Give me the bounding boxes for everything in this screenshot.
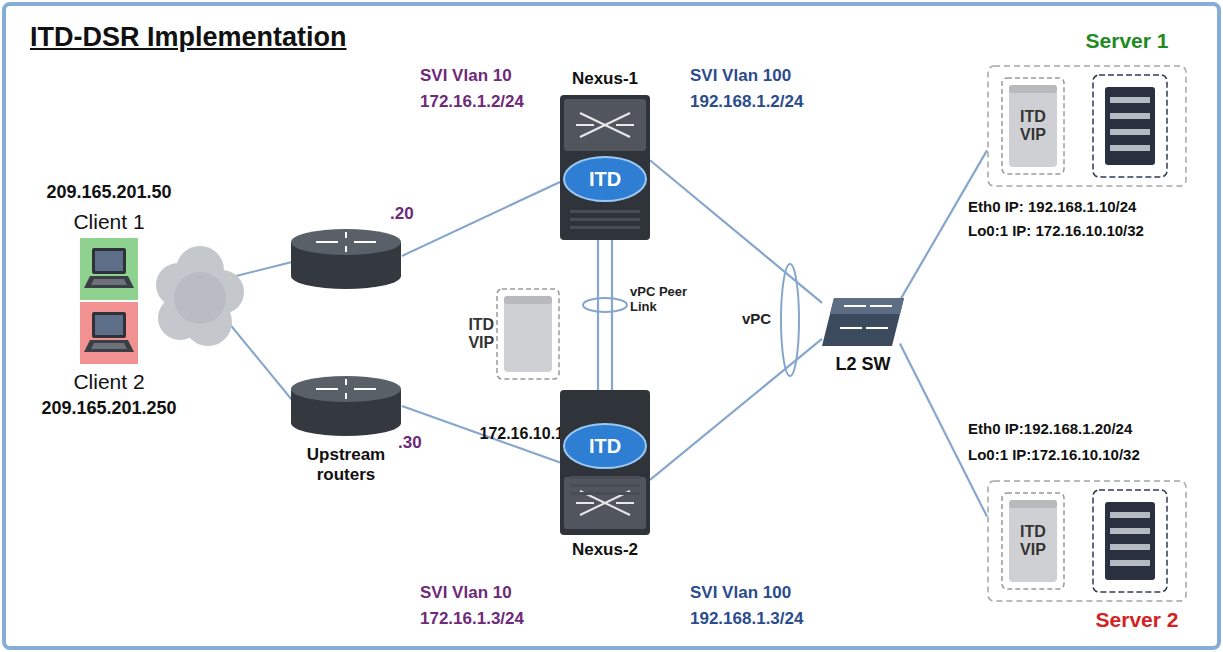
- node-caption: Server 1: [1086, 29, 1169, 53]
- itd-oval: ITD: [564, 424, 646, 468]
- client-laptop: Client 2209.165.201.250: [80, 302, 138, 364]
- ip-address: Lo0:1 IP:172.16.10.10/32: [968, 446, 1140, 463]
- node-caption: Client 1: [73, 210, 144, 234]
- node-caption: Server 2: [1096, 608, 1179, 632]
- itd-oval: ITD: [564, 157, 646, 201]
- ip-address: 192.168.1.2/24: [690, 92, 803, 112]
- peer-link: [598, 240, 612, 390]
- node-caption: .20: [390, 204, 414, 224]
- ip-address: 192.168.1.3/24: [690, 609, 803, 629]
- diagram-title: ITD-DSR Implementation: [30, 22, 347, 53]
- vip-box: ITD VIP172.16.10.10: [496, 288, 560, 380]
- ip-address: Eth0 IP: 192.168.1.10/24: [968, 198, 1136, 215]
- network-link: [650, 339, 822, 480]
- server-group: Server 1ITD VIP: [987, 65, 1187, 187]
- frame: [4, 4, 1219, 648]
- network-link: [650, 160, 822, 303]
- node-caption: .30: [398, 433, 422, 453]
- interface-label: SVI Vlan 10: [420, 66, 512, 86]
- node-caption: 209.165.201.50: [46, 182, 171, 203]
- node-label: ITD VIP: [1006, 523, 1060, 560]
- client-laptop-icon: [80, 302, 138, 364]
- ip-address: Eth0 IP:192.168.1.20/24: [968, 420, 1132, 437]
- link-label: vPC Peer Link: [630, 285, 692, 315]
- router-icon: [290, 375, 402, 437]
- router-icon: [290, 228, 402, 290]
- l2-switch-icon: [822, 298, 904, 346]
- node-caption: Nexus-1: [572, 69, 638, 89]
- nexus-switch: Nexus-1ITD: [560, 95, 650, 240]
- ip-address: Lo0:1 IP: 172.16.10.10/32: [968, 222, 1144, 239]
- interface-label: SVI Vlan 100: [690, 583, 791, 603]
- interface-label: SVI Vlan 10: [420, 583, 512, 603]
- node-caption: Nexus-2: [572, 540, 638, 560]
- client-laptop-icon: [80, 238, 138, 300]
- node-label: ITD VIP: [1006, 108, 1060, 145]
- node-caption: Upstream routers: [290, 445, 402, 484]
- cloud: [156, 246, 244, 346]
- node-caption: L2 SW: [835, 354, 890, 375]
- peer-link-ring: [583, 298, 627, 312]
- router: .20: [290, 228, 402, 290]
- node-label: ITD VIP: [468, 316, 494, 353]
- server-group: Server 2ITD VIP: [987, 480, 1187, 602]
- nexus-switch: Nexus-2ITD: [560, 390, 650, 535]
- node-label: ITD: [589, 435, 621, 458]
- vip-box-icon: [496, 288, 560, 380]
- l2-switch: L2 SW: [822, 298, 904, 346]
- ip-address: 172.16.1.2/24: [420, 92, 524, 112]
- interface-label: SVI Vlan 100: [690, 66, 791, 86]
- vip-box: ITD VIP: [1001, 77, 1065, 175]
- node-label: ITD: [589, 168, 621, 191]
- ip-address: 172.16.1.3/24: [420, 609, 524, 629]
- node-caption: 209.165.201.250: [41, 398, 176, 419]
- node-caption: Client 2: [73, 370, 144, 394]
- router: Upstream routers.30: [290, 375, 402, 437]
- node-caption: 172.16.10.10: [479, 425, 572, 443]
- link-label: vPC: [742, 310, 771, 327]
- vip-box: ITD VIP: [1001, 492, 1065, 590]
- network-link: [402, 182, 560, 256]
- client-laptop: 209.165.201.50Client 1: [80, 238, 138, 300]
